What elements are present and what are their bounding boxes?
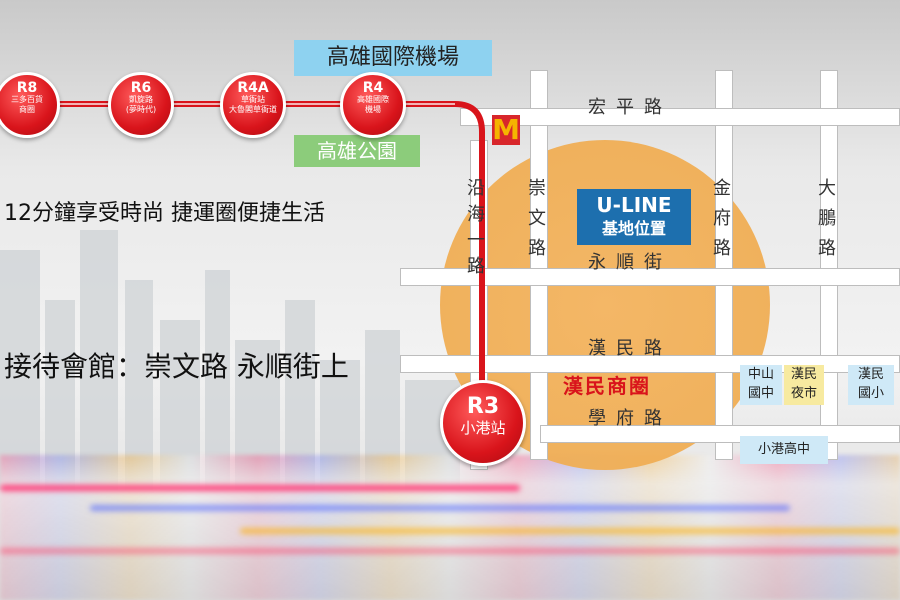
station-r4[interactable]: R4 高雄國際 機場 <box>340 72 406 138</box>
station-code: R8 <box>16 80 38 96</box>
site-location-badge: U-LINE 基地位置 <box>577 189 691 245</box>
road-label-chongwen: 崇文路 <box>525 178 546 268</box>
motion-streak <box>240 528 900 534</box>
station-name: 機場 <box>365 105 381 114</box>
landmark-hanmin-district: 漢民商圈 <box>563 374 651 398</box>
landmark-text: 漢民 <box>857 367 884 382</box>
landmark-text: 國小 <box>857 386 884 401</box>
headline-reception: 接待會館：崇文路 永順街上 <box>4 350 349 383</box>
station-name: 高雄國際 <box>357 95 389 104</box>
station-name: 大魯閣草衙道 <box>229 105 277 114</box>
road-yongshun <box>400 268 900 286</box>
motion-streak <box>0 485 520 491</box>
motion-blur-band <box>0 455 900 600</box>
station-code: R4A <box>237 80 269 96</box>
station-r3[interactable]: R3 小港站 <box>440 380 526 466</box>
station-name: 三多百貨 <box>11 95 43 104</box>
airport-label: 高雄國際機場 <box>294 40 492 76</box>
landmark-text: 漢民 <box>790 367 817 382</box>
station-name: 草衙站 <box>241 95 265 104</box>
landmark-text: 中山 <box>747 367 774 382</box>
road-label-hanmin: 漢民路 <box>588 338 672 359</box>
road-label-xuefu: 學府路 <box>588 408 672 429</box>
headline-commute: 12分鐘享受時尚 捷運圈便捷生活 <box>4 201 325 226</box>
landmark-text: 夜市 <box>790 386 817 401</box>
station-name: 商圈 <box>19 105 35 114</box>
station-r6[interactable]: R6 凱旋路 (夢時代) <box>108 72 174 138</box>
station-name: 小港站 <box>460 419 506 437</box>
road-label-hongping: 宏平路 <box>588 97 672 118</box>
motion-streak <box>0 548 900 554</box>
motion-streak <box>90 505 790 511</box>
landmark-zhongshan-jh: 中山 國中 <box>740 365 782 405</box>
station-r8[interactable]: R8 三多百貨 商圈 <box>0 72 60 138</box>
landmark-xiaogang-hs: 小港高中 <box>740 436 828 464</box>
station-r4a[interactable]: R4A 草衙站 大魯閣草衙道 <box>220 72 286 138</box>
park-label: 高雄公園 <box>294 135 420 167</box>
road-hongping <box>460 108 900 126</box>
station-code: R6 <box>130 80 152 96</box>
road-label-dapeng: 大鵬路 <box>815 178 836 268</box>
landmark-hanmin-night-market: 漢民 夜市 <box>784 365 824 405</box>
station-name: (夢時代) <box>125 105 157 114</box>
station-code: R3 <box>466 394 500 419</box>
road-label-yongshun: 永順街 <box>588 252 672 273</box>
station-name: 凱旋路 <box>129 95 153 104</box>
road-label-jinfu: 金府路 <box>710 178 731 268</box>
landmark-text: 國中 <box>747 386 774 401</box>
road-label-yanhai: 沿海一路 <box>464 178 485 282</box>
mcdonalds-logo-icon: M <box>492 113 520 146</box>
site-name: U-LINE <box>596 193 672 217</box>
station-code: R4 <box>362 80 384 96</box>
site-subtitle: 基地位置 <box>601 219 666 238</box>
landmark-hanmin-es: 漢民 國小 <box>848 365 894 405</box>
